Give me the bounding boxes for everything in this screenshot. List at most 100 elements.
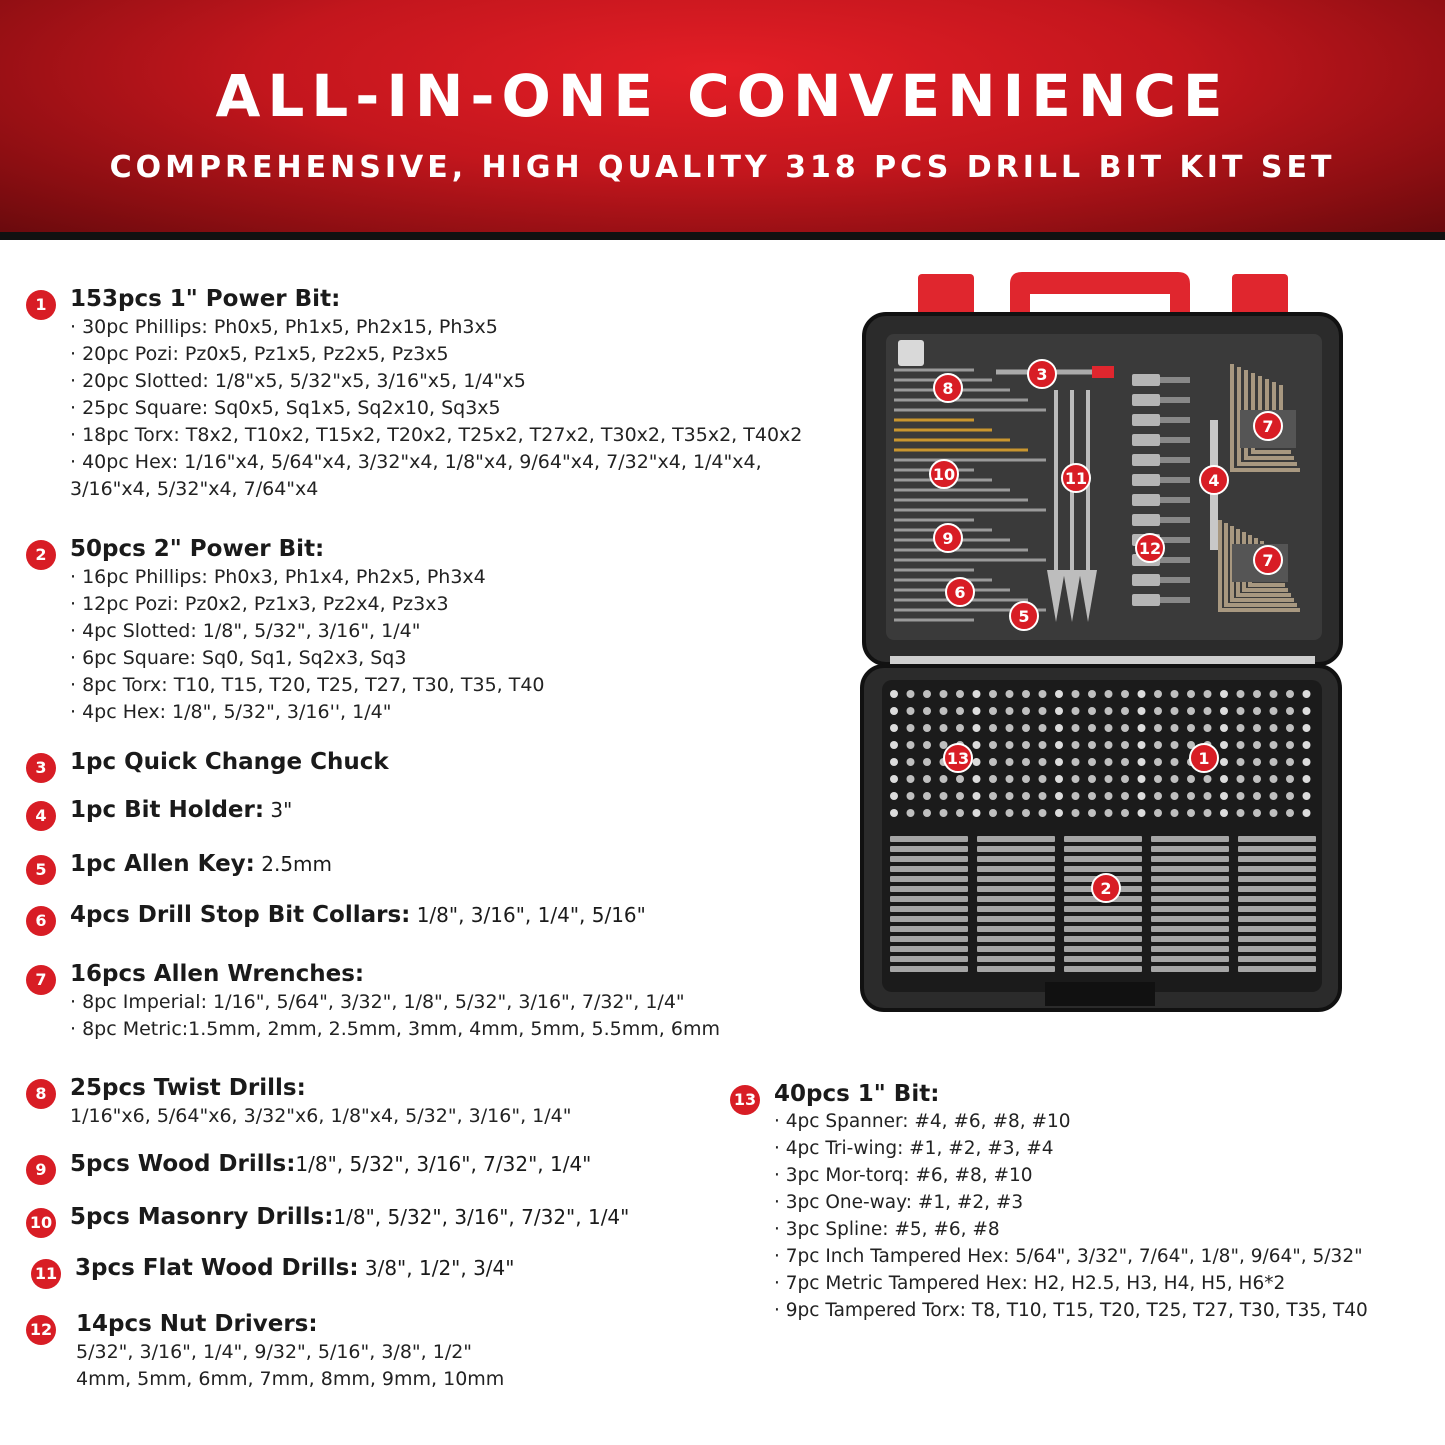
bit-dot <box>972 724 981 732</box>
power-bit-2in <box>1238 946 1316 952</box>
case-badge-number: 8 <box>942 379 953 398</box>
nut-driver <box>1132 374 1160 386</box>
item-number-badge: 9 <box>26 1155 56 1185</box>
power-bit-2in <box>890 856 968 862</box>
bit-dot <box>890 758 898 766</box>
power-bit-2in <box>1151 896 1229 902</box>
bit-dot <box>956 792 964 800</box>
bit-dot <box>1121 741 1129 749</box>
allen-wrench <box>1230 364 1300 472</box>
power-bit-2in <box>890 936 968 942</box>
bit-dot <box>1286 809 1294 817</box>
item-title: 50pcs 2" Power Bit: <box>70 536 324 562</box>
bit-dot <box>1154 690 1162 698</box>
item-sizes: 1/8", 5/32", 3/16", 7/32", 1/4" <box>333 1205 630 1229</box>
nut-driver-shank <box>1160 597 1190 603</box>
bit-dot <box>1104 758 1113 766</box>
power-bit-2in <box>890 836 968 842</box>
item-detail-line: 3/16"x4, 5/32"x4, 7/64"x4 <box>70 478 319 500</box>
header-banner <box>0 0 1445 232</box>
allen-wrench <box>1251 373 1291 454</box>
power-bit-2in <box>977 916 1055 922</box>
bit-dot <box>923 724 931 732</box>
case-badge-number: 4 <box>1208 471 1219 490</box>
power-bit-2in <box>890 896 968 902</box>
bit-dot <box>1170 758 1179 766</box>
case-badge-1: 1 <box>1189 743 1219 773</box>
power-bit-2in <box>1238 836 1316 842</box>
power-bit-2in <box>1151 946 1229 952</box>
item-number-badge: 3 <box>26 753 56 783</box>
spade-tip <box>1063 570 1081 622</box>
item-sizes: 1/8", 5/32", 3/16", 7/32", 1/4" <box>295 1152 592 1176</box>
bit-dot <box>1269 707 1278 715</box>
bit-dot <box>1104 792 1113 800</box>
nut-driver <box>1132 594 1160 606</box>
bit-dot <box>923 809 931 817</box>
bit-dot <box>1022 690 1030 698</box>
bit-dot <box>890 690 898 698</box>
power-bit-2in <box>1151 876 1229 882</box>
case-badge-number: 6 <box>954 583 965 602</box>
item-detail-line: · 3pc Spline: #5, #6, #8 <box>774 1219 1000 1240</box>
case-badge-circle <box>1253 411 1283 441</box>
case-badge-circle <box>1253 545 1283 575</box>
item-number-badge: 5 <box>26 855 56 885</box>
item-detail-line: · 20pc Pozi: Pz0x5, Pz1x5, Pz2x5, Pz3x5 <box>70 343 449 365</box>
bit-dot <box>1154 724 1162 732</box>
bit-dot <box>1005 707 1014 715</box>
item-title-text: 1pc Allen Key: <box>70 851 255 877</box>
bit-dot <box>1104 707 1113 715</box>
power-bits-2in <box>890 836 1316 972</box>
case-badge-4: 4 <box>1199 465 1229 495</box>
item-title: 1pc Bit Holder: 3" <box>70 797 292 823</box>
bit-dot <box>1203 690 1212 698</box>
bit-dot <box>1005 690 1014 698</box>
bit-dot <box>1236 707 1245 715</box>
nut-driver-shank <box>1160 557 1190 563</box>
case-badge-number: 13 <box>947 749 969 768</box>
power-bit-2in <box>890 966 968 972</box>
item-title: 5pcs Wood Drills:1/8", 5/32", 3/16", 7/3… <box>70 1151 591 1177</box>
item-detail-line: 4mm, 5mm, 6mm, 7mm, 8mm, 9mm, 10mm <box>76 1368 505 1390</box>
bit-dot <box>1269 758 1278 766</box>
bit-dot <box>1286 741 1294 749</box>
nut-driver-shank <box>1160 457 1190 463</box>
bit-dot <box>1220 724 1228 732</box>
bit-dot <box>1269 775 1278 783</box>
bit-dot <box>939 724 948 732</box>
case-badge-8: 8 <box>933 373 963 403</box>
bit-dot <box>906 741 915 749</box>
power-bit-2in <box>1238 876 1316 882</box>
bit-dot <box>1236 792 1245 800</box>
bit-dot <box>1236 724 1245 732</box>
power-bit-2in <box>1238 966 1316 972</box>
power-bit-2in <box>977 886 1055 892</box>
bit-dot <box>1286 758 1294 766</box>
item-detail-line: · 20pc Slotted: 1/8"x5, 5/32"x5, 3/16"x5… <box>70 370 526 392</box>
item-number-badge: 13 <box>730 1085 760 1115</box>
case-badge-2: 2 <box>1091 873 1121 903</box>
item-sizes: 3/8", 1/2", 3/4" <box>358 1256 515 1280</box>
item-title-text: 50pcs 2" Power Bit: <box>70 536 325 562</box>
bit-dot <box>1154 809 1162 817</box>
item-title-text: 5pcs Wood Drills: <box>70 1151 296 1177</box>
item-detail-line: · 40pc Hex: 1/16"x4, 5/64"x4, 3/32"x4, 1… <box>70 451 762 473</box>
power-bit-2in <box>977 856 1055 862</box>
bit-dot <box>1055 792 1063 800</box>
power-bit-2in <box>977 966 1055 972</box>
item-sizes: 3" <box>264 798 293 822</box>
bit-dot <box>1220 809 1228 817</box>
item-detail-line: · 3pc One-way: #1, #2, #3 <box>774 1192 1024 1213</box>
power-bit-2in <box>890 866 968 872</box>
case-badge-circle <box>1027 359 1057 389</box>
item-title: 1pc Allen Key: 2.5mm <box>70 851 332 877</box>
nut-driver-shank <box>1160 437 1190 443</box>
bit-dot <box>906 792 915 800</box>
bit-dot <box>906 775 915 783</box>
bit-dot <box>1038 775 1047 783</box>
bit-dot <box>1302 707 1311 715</box>
item-detail-line: · 18pc Torx: T8x2, T10x2, T15x2, T20x2, … <box>70 424 803 446</box>
bit-dot <box>1121 724 1129 732</box>
bit-dot <box>1088 741 1096 749</box>
